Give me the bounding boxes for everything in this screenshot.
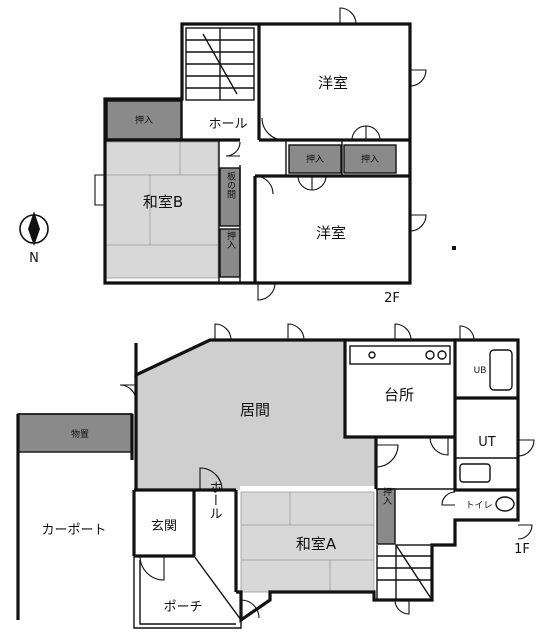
room-label-oshiire-left: 押入 bbox=[135, 114, 153, 126]
doors-2f bbox=[94, 7, 427, 301]
floor-1: 居間 台所 UB UT トイレ 玄関 ホール 和室A 押入 ポーチ カーポート … bbox=[16, 323, 535, 629]
kyoma-area bbox=[136, 340, 376, 490]
floor-label-2f: 2F bbox=[384, 291, 400, 306]
compass-needle-icon bbox=[28, 211, 40, 246]
oshiire-mid2-2f bbox=[343, 144, 397, 174]
room-label-storage: 物置 bbox=[71, 428, 89, 440]
room-label-toilet: トイレ bbox=[465, 501, 492, 511]
room-label-hall-1f: ホール bbox=[207, 481, 222, 520]
room-label-porch: ポーチ bbox=[163, 600, 202, 615]
room-label-hall-2f: ホール bbox=[208, 117, 247, 132]
room-label-ub: UB bbox=[474, 366, 487, 376]
room-label-oshiire-vertical: 押入 bbox=[225, 230, 236, 249]
room-label-youshitsu-bottom: 洋室 bbox=[316, 224, 346, 242]
marker-dot bbox=[452, 246, 456, 250]
toilet-icon bbox=[495, 496, 515, 512]
staircase-2f bbox=[185, 27, 255, 101]
room-label-carport: カーポート bbox=[41, 523, 106, 538]
room-label-washitsu-b: 和室B bbox=[143, 193, 183, 211]
room-label-itanoma: 板の間 bbox=[225, 170, 236, 199]
room-label-oshiire-mid1: 押入 bbox=[306, 153, 324, 165]
washitsu-a-area bbox=[240, 491, 375, 593]
storage-area bbox=[17, 413, 133, 453]
washer-icon bbox=[459, 463, 491, 483]
compass: N bbox=[19, 211, 49, 266]
room-label-genkan: 玄関 bbox=[151, 519, 177, 534]
kitchen-counter bbox=[349, 345, 451, 365]
doors-1f bbox=[119, 323, 535, 619]
oshiire-mid1-2f bbox=[288, 144, 342, 174]
room-label-youshitsu-top: 洋室 bbox=[318, 74, 348, 92]
room-label-oshiire-mid2: 押入 bbox=[361, 153, 379, 165]
room-label-daidokoro: 台所 bbox=[384, 386, 414, 404]
room-label-ut: UT bbox=[478, 435, 496, 450]
bathtub-icon bbox=[489, 349, 513, 391]
room-label-washitsu-a: 和室A bbox=[296, 535, 337, 553]
floor-2: 洋室 洋室 和室B ホール 押入 押入 押入 板の間 押入 2F bbox=[94, 7, 427, 306]
room-label-oshiire-1f: 押入 bbox=[381, 486, 392, 505]
staircase-1f bbox=[376, 544, 433, 601]
floor-label-1f: 1F bbox=[514, 542, 530, 557]
washitsu-b-area bbox=[105, 141, 219, 279]
carport bbox=[16, 413, 134, 620]
compass-label: N bbox=[29, 251, 39, 266]
porch-outline bbox=[133, 555, 242, 629]
room-label-kyoma: 居間 bbox=[240, 401, 270, 419]
